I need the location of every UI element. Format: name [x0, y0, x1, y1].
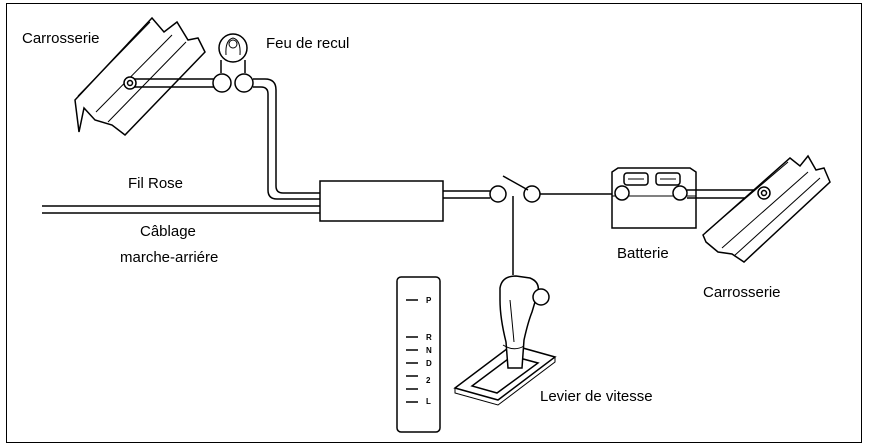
label-cablage: Câblage	[140, 223, 196, 240]
body-panel-left	[74, 16, 206, 137]
label-levier-de-vitesse: Levier de vitesse	[540, 388, 653, 405]
label-carrosserie-right: Carrosserie	[703, 284, 781, 301]
gear-R: R	[426, 333, 432, 342]
body-panel-right	[702, 154, 831, 263]
fil-rose-wire	[253, 78, 320, 200]
label-marche-arriere: marche-arriére	[120, 249, 218, 266]
gear-lever	[453, 275, 557, 406]
reverse-lamp	[212, 33, 254, 93]
label-fil-rose: Fil Rose	[128, 175, 183, 192]
label-batterie: Batterie	[617, 245, 669, 262]
ground-wire-left	[123, 76, 222, 90]
reverse-harness	[42, 205, 320, 214]
label-feu-de-recul: Feu de recul	[266, 35, 349, 52]
gear-L: L	[426, 397, 431, 406]
gear-D: D	[426, 359, 432, 368]
label-carrosserie-left: Carrosserie	[22, 30, 100, 47]
gear-selector-plate: P R N D 2 L	[396, 276, 441, 433]
connector-module	[319, 180, 444, 222]
wire-to-switch	[443, 190, 490, 199]
reverse-switch	[489, 175, 541, 275]
battery	[611, 167, 697, 229]
gear-N: N	[426, 346, 432, 355]
gear-P: P	[426, 296, 432, 305]
gear-2: 2	[426, 376, 431, 385]
